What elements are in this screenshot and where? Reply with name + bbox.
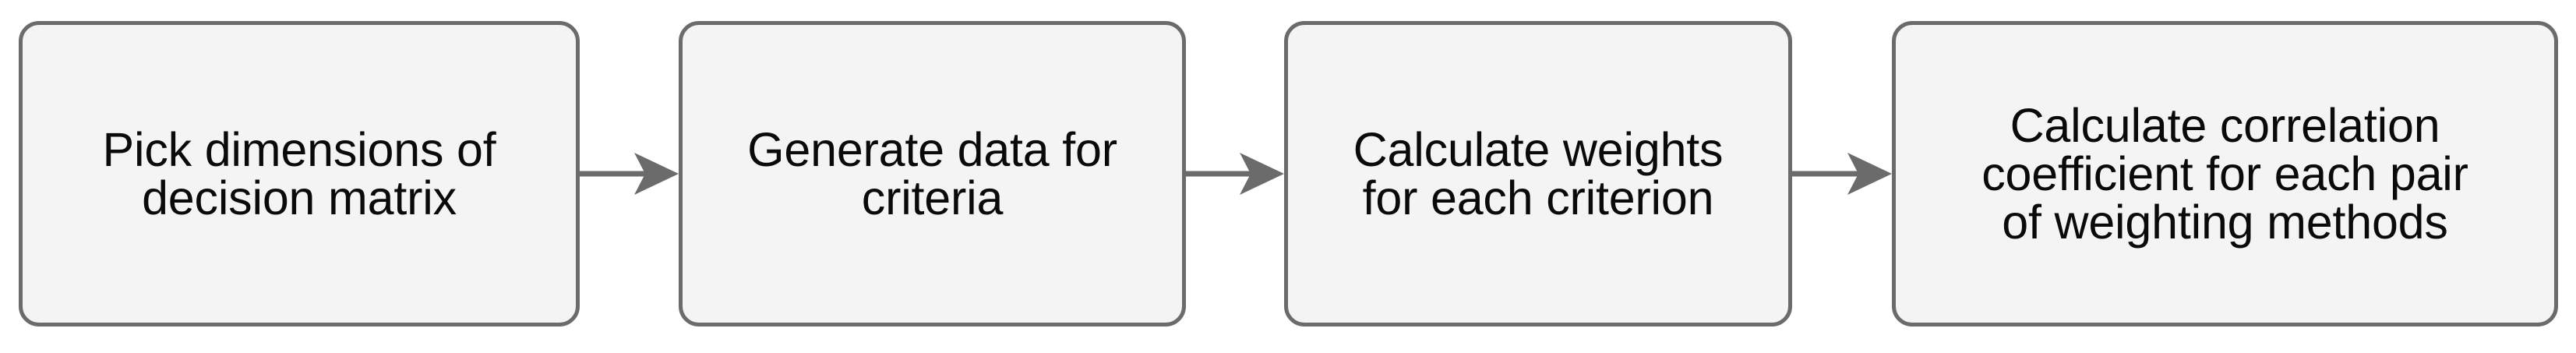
flow-node-label: Calculate weights for each criterion <box>1353 123 1724 224</box>
flow-arrow-2 <box>1186 146 1284 201</box>
arrow-right-icon <box>1792 153 1892 195</box>
flow-node-label: Generate data for criteria <box>747 123 1117 224</box>
arrow-right-icon <box>580 153 679 195</box>
flow-node-label: Calculate correlation coefficient for ea… <box>1981 99 2468 249</box>
flow-arrow-3 <box>1792 146 1892 201</box>
arrow-right-icon <box>1186 153 1284 195</box>
flow-node-calculate-correlation[interactable]: Calculate correlation coefficient for ea… <box>1892 21 2558 327</box>
flow-arrow-1 <box>580 146 679 201</box>
flow-node-label: Pick dimensions of decision matrix <box>102 123 496 224</box>
flow-node-generate-data[interactable]: Generate data for criteria <box>679 21 1186 327</box>
flow-node-pick-dimensions[interactable]: Pick dimensions of decision matrix <box>19 21 580 327</box>
flow-node-calculate-weights[interactable]: Calculate weights for each criterion <box>1284 21 1792 327</box>
